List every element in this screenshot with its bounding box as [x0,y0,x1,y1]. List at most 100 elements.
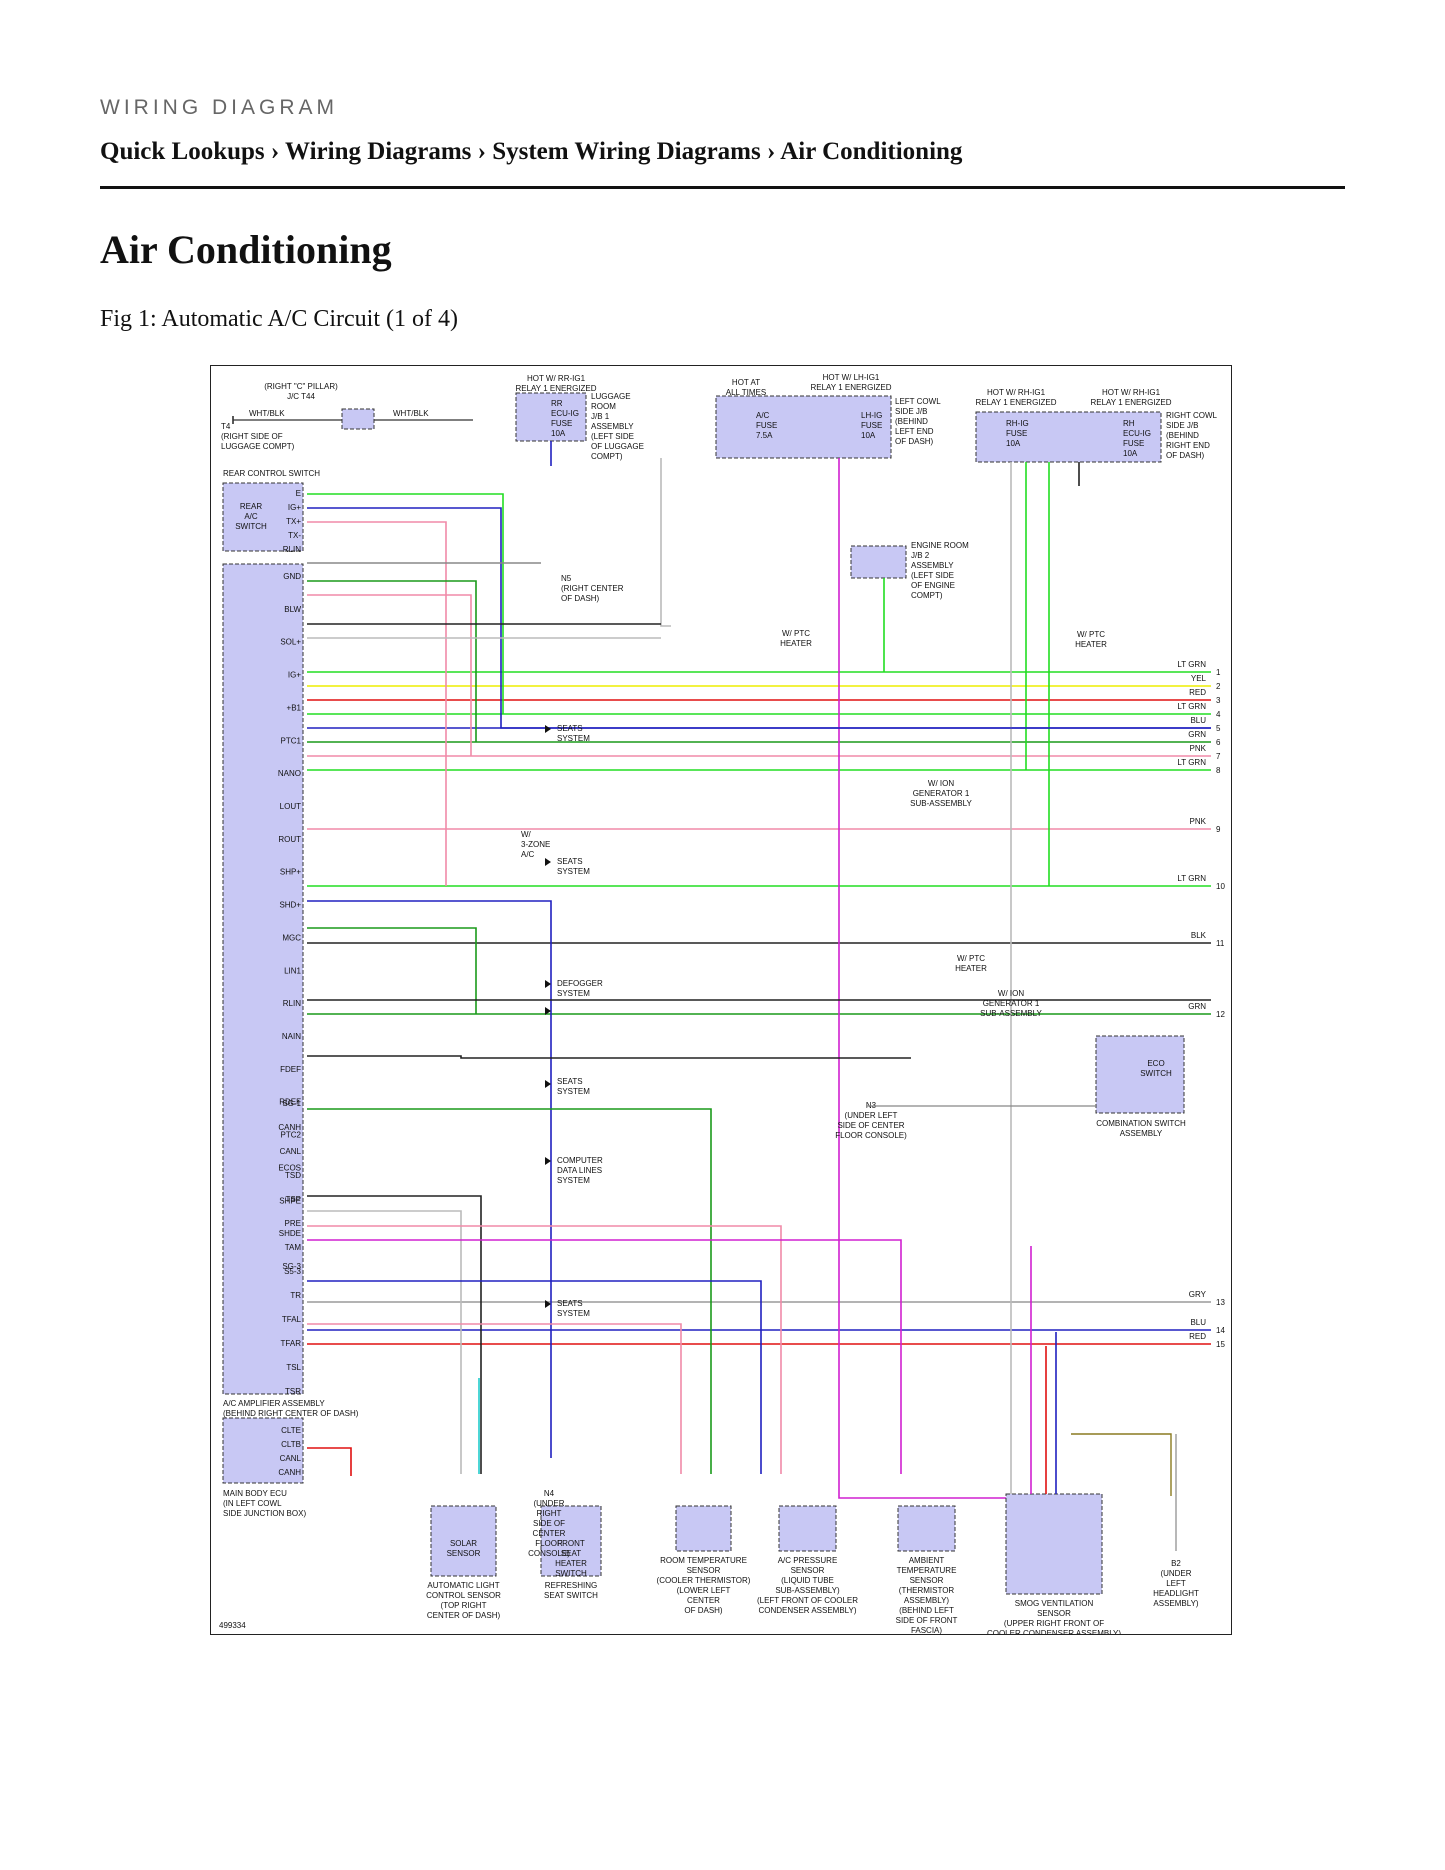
breadcrumb-item[interactable]: Wiring Diagrams [285,138,472,165]
breadcrumb-item[interactable]: System Wiring Diagrams [492,138,761,165]
pin-label: CLTB [281,1440,301,1449]
pin-label: TX- [288,531,301,540]
wire-color-label: PNK [1190,744,1207,753]
junction-box-label: OF DASH) [895,437,934,446]
junction-box-label: COMPT) [591,452,623,461]
ground-label: (UNDER [1160,1569,1191,1578]
fuse-box-right-cowl [975,411,1162,463]
wire-color-label: PNK [1190,817,1207,826]
option-note: W/ PTC [1077,630,1105,639]
wire-blw [307,580,477,742]
wire-color-label: LT GRN [1177,702,1206,711]
fuse-label: ECU-IG [1123,429,1151,438]
wire-tr [307,1323,682,1474]
ground-label: (UNDER [533,1499,564,1508]
pin-label: PRE [285,1219,301,1228]
wire-color-label: BLU [1190,716,1206,725]
figure-caption: Fig 1: Automatic A/C Circuit (1 of 4) [100,306,458,332]
component-title: REAR CONTROL SWITCH [223,469,320,478]
fuse-label: 10A [1123,449,1138,458]
system-note: SYSTEM [557,989,590,998]
pin-label: NAIN [282,1032,301,1041]
component-caption: OF DASH) [684,1606,723,1615]
option-note: A/C [521,850,535,859]
component-label: COMBINATION SWITCH [1096,1119,1186,1128]
pin-label: CANL [280,1454,302,1463]
component-caption: CENTER [687,1596,720,1605]
system-note: COMPUTER [557,1156,603,1165]
main-body-ecu [222,1417,304,1484]
component-label: SEAT [561,1549,581,1558]
wire-color-label: RED [1189,688,1206,697]
ground-label: SIDE OF CENTER [837,1121,904,1130]
component-caption: SUB-ASSEMBLY) [775,1586,840,1595]
ground-label: HEADLIGHT [1153,1589,1199,1598]
front-seat-heater-switch [540,1505,602,1577]
pin-label: SHPE [279,1196,301,1205]
ground-label: SIDE OF [533,1519,565,1528]
pin-label: LIN1 [284,966,301,975]
connector-jc-label: (RIGHT "C" PILLAR) [264,382,338,391]
pin-label: TFAL [282,1315,302,1324]
ambient-temperature-sensor [897,1505,956,1552]
junction-box-label: J/B 2 [911,551,930,560]
header-divider [100,186,1345,189]
system-note: SYSTEM [557,1176,590,1185]
fuse-box-left-cowl [715,395,892,459]
section-kicker: WIRING DIAGRAM [100,96,338,119]
component-caption: ASSEMBLY) [904,1596,950,1605]
wire-label: WHT/BLK [393,409,429,418]
system-arrow [545,858,551,866]
component-label: ASSEMBLY [1120,1129,1163,1138]
pin-label: E [296,489,301,498]
wire-smog-brn [1071,1433,1172,1496]
system-note: SEATS [557,724,583,733]
option-note: HEATER [955,964,987,973]
component-caption: CONDENSER ASSEMBLY) [758,1606,856,1615]
breadcrumb-item[interactable]: Air Conditioning [780,138,963,165]
pin-label: IG+ [288,503,301,512]
component-caption: (LIQUID TUBE [781,1576,834,1585]
ground-label: CENTER [533,1529,566,1538]
wire-tx [307,507,1211,729]
component-caption: REFRESHING [545,1581,597,1590]
junction-box-label: OF DASH) [1166,451,1205,460]
fuse-label: FUSE [861,421,882,430]
wire-s53 [307,1280,762,1474]
breadcrumb-item[interactable]: Quick Lookups [100,138,265,165]
hot-label: ALL TIMES [726,388,766,397]
component-label: (BEHIND RIGHT CENTER OF DASH) [223,1409,359,1418]
ground-label: N4 [544,1489,555,1498]
junction-box-label: (BEHIND [1166,431,1199,440]
wire-color-label: BLU [1190,1318,1206,1327]
component-caption: SIDE OF FRONT [896,1616,958,1625]
wire-canh [307,1447,352,1476]
hot-label: RELAY 1 ENERGIZED [975,398,1056,407]
wire-tam [307,1239,902,1474]
fuse-label: RH [1123,419,1135,428]
junction-box-label: LUGGAGE [591,392,631,401]
room-temperature-sensor [675,1505,732,1552]
system-note: DATA LINES [557,1166,602,1175]
wire-sol [307,594,472,756]
pin-label: ECOS [278,1163,301,1172]
feed-ac-fuse [660,458,671,627]
fuse-label: 10A [1006,439,1021,448]
solar-sensor [430,1505,497,1577]
ground-label: LEFT [1166,1579,1186,1588]
pin-label: SOL+ [280,638,301,647]
pin-label: MGC [282,933,301,942]
fuse-label: RR [551,399,563,408]
component-caption: SENSOR [910,1576,944,1585]
component-caption: CONTROL SENSOR [426,1591,501,1600]
pin-label: IG+ [288,671,301,680]
pin-label: LOUT [280,802,301,811]
junction-box-label: (BEHIND [895,417,928,426]
ac-pressure-sensor [778,1505,837,1552]
component-label: SOLAR [450,1539,477,1548]
system-arrow [545,980,551,988]
component-caption: AUTOMATIC LIGHT [427,1581,499,1590]
pin-label: TSD [285,1171,301,1180]
